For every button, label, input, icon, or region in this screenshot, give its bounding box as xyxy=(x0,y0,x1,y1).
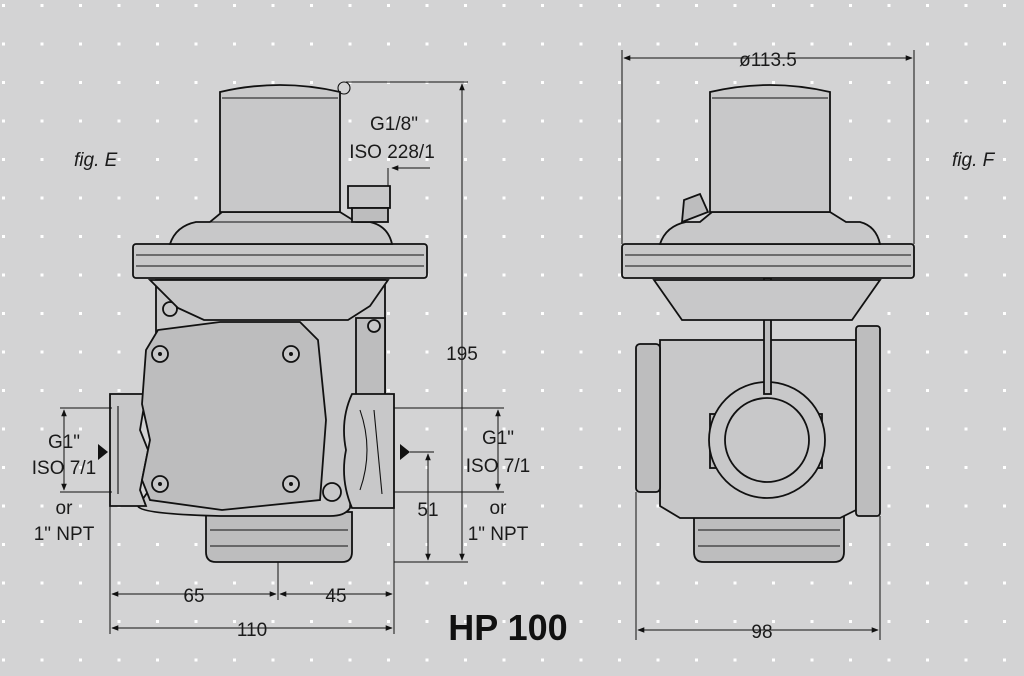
gauge-port-standard: ISO 228/1 xyxy=(349,142,435,163)
gauge-port-thread: G1/8" xyxy=(370,114,418,135)
inlet-or: or xyxy=(56,498,74,519)
fig-e-regulator xyxy=(109,81,428,563)
outlet-axis-height: 51 xyxy=(417,500,438,521)
fig-e-label: fig. E xyxy=(74,150,118,171)
outlet-standard: ISO 7/1 xyxy=(466,456,530,477)
fig-f-dimensions xyxy=(621,50,915,640)
depth-dimension: 98 xyxy=(751,622,772,643)
inlet-npt: 1" NPT xyxy=(34,524,95,545)
inlet-standard: ISO 7/1 xyxy=(32,458,96,479)
inlet-to-axis-dimension: 65 xyxy=(183,586,204,607)
model-title: HP 100 xyxy=(448,607,567,648)
fig-e-dimensions xyxy=(60,81,504,634)
fig-f-label: fig. F xyxy=(952,150,996,171)
outlet-npt: 1" NPT xyxy=(468,524,529,545)
outlet-thread: G1" xyxy=(482,428,514,449)
outlet-or: or xyxy=(490,498,508,519)
fig-f-regulator xyxy=(621,84,915,563)
diameter-dimension: ø113.5 xyxy=(739,50,797,71)
axis-to-outlet-dimension: 45 xyxy=(325,586,346,607)
inlet-thread: G1" xyxy=(48,432,80,453)
height-dimension: 195 xyxy=(446,344,478,365)
total-length-dimension: 110 xyxy=(237,620,267,641)
